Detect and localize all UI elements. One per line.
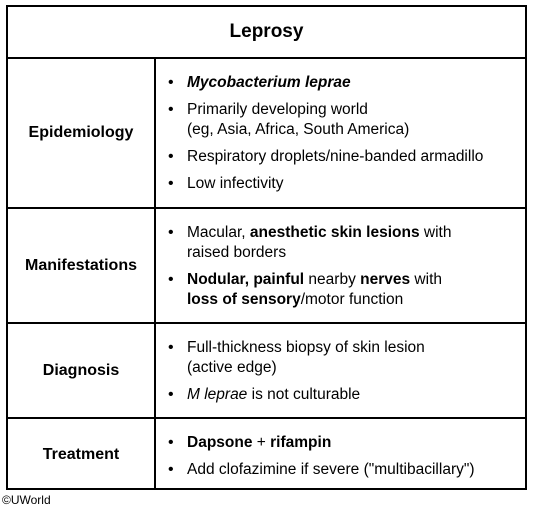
text-segment: Primarily developing world [187,101,368,118]
list-item: Macular, anesthetic skin lesions with rai… [166,223,519,263]
bullet-list: Full-thickness biopsy of skin lesion (act… [166,338,519,405]
table-row-treatment: Treatment Dapsone + rifampinAdd clofazim… [8,419,525,490]
list-item: Full-thickness biopsy of skin lesion (act… [166,338,519,378]
list-item: Respiratory droplets/nine-banded armadil… [166,147,519,167]
text-segment: Dapsone [187,434,253,451]
text-segment: anesthetic skin lesions [249,224,420,241]
text-segment: raised borders [187,244,287,261]
text-segment: Nodular, painful [187,271,305,288]
copyright-notice: ©UWorld [2,493,51,507]
row-content: Macular, anesthetic skin lesions with rai… [156,209,525,322]
text-segment: Macular, [187,224,250,241]
row-content: Mycobacterium lepraePrimarily developing… [156,59,525,207]
table-row-epidemiology: Epidemiology Mycobacterium lepraePrimari… [8,59,525,209]
text-segment: /motor function [300,291,404,308]
text-segment: (eg, Asia, Africa, South America) [187,121,410,138]
text-segment: nearby [304,271,361,288]
table-title: Leprosy [8,7,525,59]
text-segment: nerves [360,271,411,288]
list-item: Mycobacterium leprae [166,73,519,93]
text-segment: Add clofazimine if severe ("multibacilla… [187,461,475,478]
text-segment: (active edge) [187,359,277,376]
bullet-list: Macular, anesthetic skin lesions with rai… [166,223,519,310]
list-item: Primarily developing world (eg, Asia, Afr… [166,100,519,140]
list-item: Add clofazimine if severe ("multibacilla… [166,460,519,480]
row-label: Epidemiology [8,59,156,207]
list-item: Dapsone + rifampin [166,433,519,453]
bullet-list: Dapsone + rifampinAdd clofazimine if sev… [166,433,519,480]
text-segment: with [410,271,442,288]
text-segment: + [252,434,271,451]
row-label: Treatment [8,419,156,490]
text-segment: with [419,224,452,241]
text-segment: M leprae [187,386,248,403]
text-segment: rifampin [270,434,332,451]
list-item: Nodular, painful nearby nerves with loss … [166,270,519,310]
text-segment: Full-thickness biopsy of skin lesion [187,339,425,356]
text-segment: Respiratory droplets/nine-banded armadil… [187,148,484,165]
text-segment: Mycobacterium leprae [187,74,351,91]
row-label: Manifestations [8,209,156,322]
row-content: Full-thickness biopsy of skin lesion (act… [156,324,525,417]
text-segment: is not culturable [247,386,361,403]
table-row-manifestations: Manifestations Macular, anesthetic skin … [8,209,525,324]
text-segment: loss of sensory [187,291,301,308]
row-content: Dapsone + rifampinAdd clofazimine if sev… [156,419,525,490]
leprosy-table: Leprosy Epidemiology Mycobacterium lepra… [6,5,527,490]
table-row-diagnosis: Diagnosis Full-thickness biopsy of skin … [8,324,525,419]
text-segment: Low infectivity [187,175,284,192]
row-label: Diagnosis [8,324,156,417]
list-item: M leprae is not culturable [166,385,519,405]
list-item: Low infectivity [166,174,519,194]
bullet-list: Mycobacterium lepraePrimarily developing… [166,73,519,194]
